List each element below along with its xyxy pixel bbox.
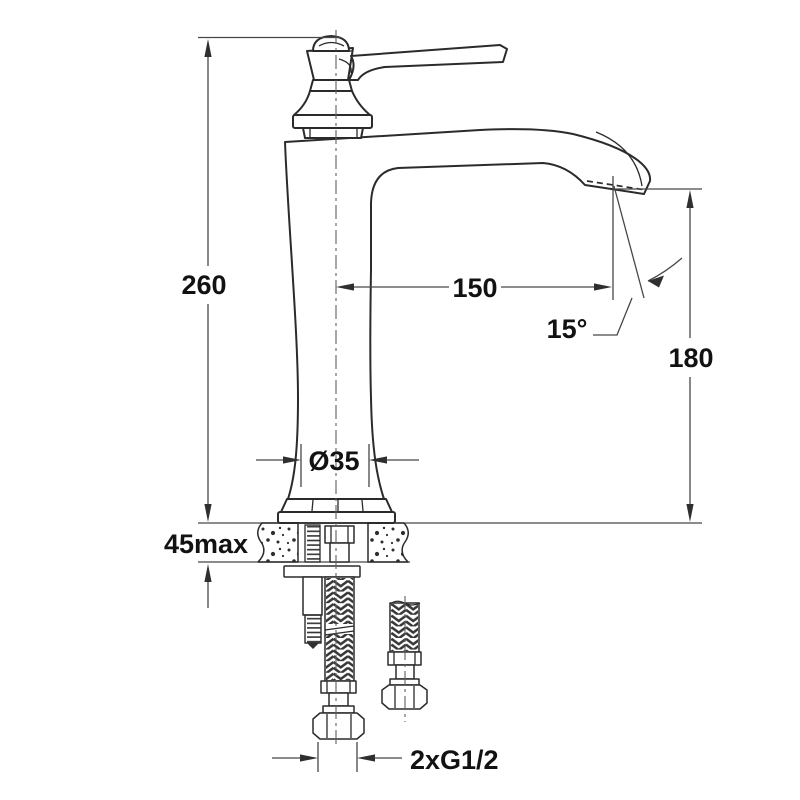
dim-spout-reach: 150 <box>336 273 612 303</box>
handle-detail-curve <box>338 58 352 74</box>
mounting-hardware <box>302 576 323 649</box>
faucet-body-and-spout <box>284 128 652 500</box>
hose-long-nut <box>312 712 365 740</box>
hose-short-ferrule-facets <box>393 652 416 665</box>
handle-cap-inner-arc <box>311 41 352 52</box>
hose-long-break-lines <box>324 625 355 636</box>
hose-long-braid-upper <box>326 578 353 624</box>
cartridge-ring <box>292 114 373 129</box>
bonnet-ticks <box>309 129 358 137</box>
cartridge-bell <box>293 90 371 116</box>
handle-base-block <box>306 47 354 81</box>
handle-lever <box>348 44 508 81</box>
dim-deck-thickness: 45max <box>164 529 248 608</box>
hose-long-ferrule-facets <box>326 681 351 693</box>
base-skirt-ticks <box>311 499 364 512</box>
threaded-rod-in-hole <box>304 524 321 563</box>
hose-long-collar <box>322 705 355 714</box>
ext-lines-nut <box>317 742 358 772</box>
hose-long-ferrule <box>320 680 357 694</box>
dim-total-height: 260 <box>181 36 341 522</box>
hose-short-nut-facets <box>394 686 415 708</box>
countertop-section <box>198 522 702 578</box>
ext-ticks-diameter <box>300 444 370 487</box>
dim-spout-height: 180 <box>616 188 714 522</box>
mounting-stud-threads <box>304 614 322 644</box>
mounting-clamp-plate <box>283 565 361 578</box>
counter-slab-right <box>367 522 409 563</box>
counter-slab-left <box>257 522 299 563</box>
dim-label-supply-connections: 2xG1/2 <box>410 745 499 775</box>
supply-hose-long <box>312 576 365 740</box>
angle-arc-arrow <box>648 275 664 288</box>
cartridge-bonnet <box>302 127 364 139</box>
faucet-outline <box>277 35 652 524</box>
dim-label-deck-thickness: 45max <box>164 529 248 559</box>
dim-label-spout-reach: 150 <box>452 273 497 303</box>
hose-fitting-upper <box>324 525 355 544</box>
hose-long-tube <box>328 692 349 707</box>
spout-crease-line <box>595 131 643 187</box>
angle-leader-line <box>593 297 633 336</box>
dim-body-diameter: Ø35 <box>256 444 419 487</box>
hose-long-braid-lower <box>326 634 353 680</box>
angle-arc <box>647 257 683 282</box>
mounting-stud-tip <box>307 643 319 649</box>
angle-slanted-line <box>613 185 645 299</box>
dim-label-total-height: 260 <box>181 270 226 300</box>
dim-label-body-diameter: Ø35 <box>308 446 359 476</box>
centerlines <box>335 30 406 748</box>
handle-neck <box>309 79 353 92</box>
dim-spout-angle: 15° <box>547 176 683 344</box>
hose-short-break-top <box>389 600 421 606</box>
dim-label-spout-height: 180 <box>668 343 713 373</box>
dim-label-spout-angle: 15° <box>547 314 588 344</box>
mounting-stud-shank <box>302 576 323 616</box>
dim-connections: 2xG1/2 <box>272 742 499 775</box>
handle-cap-dome <box>312 35 350 52</box>
hose-long-nut-facets <box>326 714 352 738</box>
hose-fitting-lower <box>329 542 350 563</box>
hose-fitting-facets <box>330 526 349 543</box>
